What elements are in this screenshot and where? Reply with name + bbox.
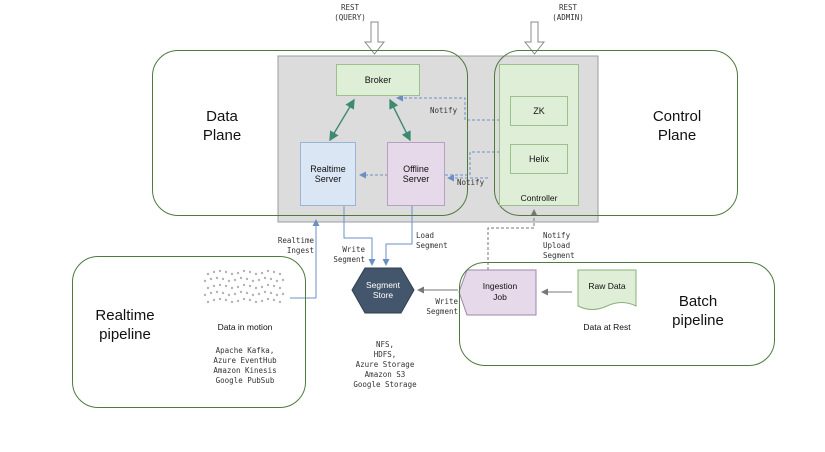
batch-pipeline-region [459,262,775,366]
controller-label: Controller [520,193,558,203]
rest-admin-label: REST(ADMIN) [552,3,584,22]
data-in-motion-label: Data in motion [217,322,273,332]
load-segment-line [382,206,413,266]
realtime-pipeline-region [72,256,306,408]
raw-data-label: Raw Data [588,281,626,291]
helix-node: Helix [510,144,568,174]
realtime-sources-list: Apache Kafka, Azure EventHub Amazon Kine… [213,346,277,385]
notify-broker-line [396,94,500,121]
rest-query-label: REST(QUERY) [334,3,366,22]
broker-realtime-arrow [329,98,355,142]
notify-upload-line [487,209,538,270]
control-plane-region [494,50,738,216]
data-in-motion-dots [203,269,285,304]
rest-query-arrow [363,21,386,55]
notify-top-label: Notify [430,106,458,115]
raw-data-shape [577,269,637,310]
broker-node: Broker [336,64,420,96]
data-plane-region [152,50,468,216]
controller-node [499,64,579,206]
broker-offline-arrow [389,98,411,142]
storage-options-list: NFS, HDFS, Azure Storage Amazon S3 Googl… [353,340,417,389]
notify-mid-label: Notify [457,178,485,187]
write-segment-line [343,206,376,266]
data-at-rest-label: Data at Rest [583,322,631,332]
segment-store-hexagon [351,267,415,314]
zk-node: ZK [510,96,568,126]
rest-admin-arrow [523,21,546,55]
